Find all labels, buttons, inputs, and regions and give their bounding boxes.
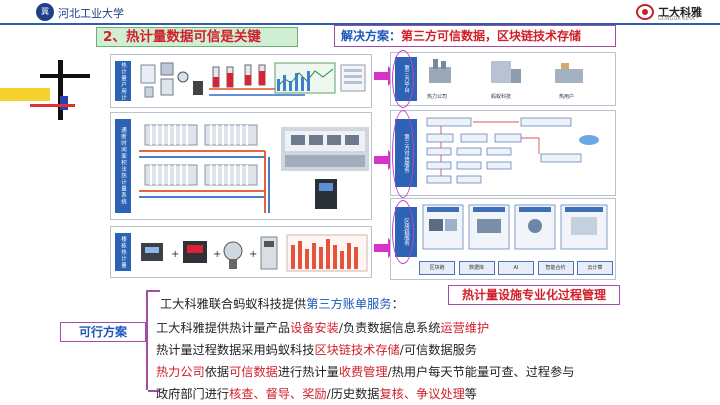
plan-line-3: 热计量过程数据采用蚂蚁科技区块链技术存储/可信数据服务 <box>156 340 477 358</box>
stakeholder-label-heat-company: 热力公司 <box>427 94 448 100</box>
highlight-ellipse <box>392 110 414 198</box>
plan-text-segment: 等 <box>464 387 477 401</box>
university-logo-icon: 冀 <box>36 3 54 21</box>
building-metering-diagram: + + + <box>141 234 368 272</box>
highlight-ellipse <box>392 50 414 108</box>
decor-blue-block <box>60 96 68 110</box>
svg-text:+: + <box>249 249 257 260</box>
module-database: 数据库 <box>458 261 495 275</box>
solution-label: 解决方案： <box>341 29 402 43</box>
stakeholder-label-heat-user: 热用户 <box>559 94 575 100</box>
plan-text-segment: /可信数据服务 <box>399 343 477 357</box>
plan-text-segment: 复核、争议处理 <box>379 387 465 401</box>
plan-text-segment: 区块链技术存储 <box>314 343 400 357</box>
plan-text-segment: 设备安装 <box>290 321 339 335</box>
plan-text-segment: 可信数据 <box>229 365 278 379</box>
plan-text-segment: 热计量过程数据采用蚂蚁科技 <box>156 343 315 357</box>
trusted-service-flow <box>426 117 599 184</box>
bracket-top <box>148 290 160 292</box>
plan-text-segment: 工大科雅联合蚂蚁科技提供 <box>160 297 307 311</box>
plan-text-segment: 工大科雅提供热计量产品 <box>156 321 291 335</box>
panel-sidebar-label: 通断时间面积法热计量系统 <box>115 119 131 213</box>
plan-text-segment: 收费管理 <box>338 365 388 379</box>
panel-household-metering: 热计量户用计量系统 <box>104 54 372 108</box>
decor-black-hbar <box>40 74 90 78</box>
section-heading: 2、热计量数据可信是关键 <box>96 27 298 47</box>
plan-text-segment: 运营维护 <box>440 321 490 335</box>
plan-text-segment: ： <box>391 297 404 311</box>
module-smart-contract: 智能合约 <box>537 261 574 275</box>
module-row: 区块链 数据库 AI 智能合约 云计算 <box>419 261 613 275</box>
solution-box: 解决方案：第三方可信数据，区块链技术存储 <box>334 25 616 47</box>
brand-logo-icon <box>636 4 654 20</box>
stakeholder-label-ant-tech: 蚂蚁科技 <box>491 94 512 100</box>
plan-text-segment: 进行热计量 <box>277 365 339 379</box>
module-blockchain: 区块链 <box>419 261 455 275</box>
blockchain-modules <box>422 204 608 250</box>
plan-line-1: 工大科雅联合蚂蚁科技提供第三方账单服务： <box>160 294 404 312</box>
decor-black-bar <box>58 60 63 120</box>
plan-text-segment: 依据 <box>204 365 230 379</box>
panel-sidebar-label: 楼栋热计量系统 <box>104 233 131 271</box>
panel-blockchain-service: 区块链服务 区块链 数据库 AI 智能合约 云计算 <box>390 198 616 280</box>
panel-trusted-service: 第三方可信服务 <box>390 110 616 196</box>
solution-value: 第三方可信数据，区块链技术存储 <box>401 29 582 43</box>
university-name: 河北工业大学 <box>58 7 124 20</box>
plan-text-segment: 政府部门进行 <box>156 387 230 401</box>
decor-yellow-bar <box>0 88 50 101</box>
panel-sidebar-label: 热计量户用计量系统 <box>104 61 131 101</box>
bracket-bottom <box>148 390 160 392</box>
plan-text-segment: 核查、督导、奖励 <box>229 387 327 401</box>
panel-on-off-metering: 通断时间面积法热计量系统 <box>110 112 372 220</box>
plan-text-segment: /热用户每天节能量可查、过程参与 <box>387 365 575 379</box>
bracket-line <box>146 290 152 390</box>
plan-text-segment: 热力公司 <box>156 365 205 379</box>
header-divider <box>0 23 720 25</box>
household-metering-diagram <box>140 62 366 98</box>
module-cloud: 云计算 <box>577 261 613 275</box>
module-ai: AI <box>498 261 534 275</box>
panel-building-metering: 楼栋热计量系统 + + + <box>104 226 372 278</box>
on-off-metering-diagram <box>139 124 369 213</box>
callout-process-management: 热计量设施专业化过程管理 <box>448 285 620 305</box>
highlight-ellipse <box>392 200 414 264</box>
plan-line-4: 热力公司依据可信数据进行热计量收费管理/热用户每天节能量可查、过程参与 <box>156 362 574 380</box>
brand-name: 工大科雅 <box>658 6 702 19</box>
decor-red-line <box>30 104 75 107</box>
svg-text:+: + <box>171 249 179 260</box>
plan-text-segment: /负责数据信息系统 <box>338 321 441 335</box>
feasible-plan-label: 可行方案 <box>60 322 146 342</box>
plan-text-segment: 第三方账单服务 <box>306 297 392 311</box>
brand-subtitle: GONGDA KEYA <box>658 16 695 22</box>
plan-line-5: 政府部门进行核查、督导、奖励/历史数据复核、争议处理等 <box>156 384 477 402</box>
plan-line-2: 工大科雅提供热计量产品设备安装/负责数据信息系统运营维护 <box>156 318 489 336</box>
panel-third-party-platform: 第三方平台 热力公司 蚂蚁科技 热用户 <box>390 52 616 106</box>
svg-text:+: + <box>213 249 221 260</box>
plan-text-segment: /历史数据 <box>326 387 380 401</box>
header-bar: 冀 河北工业大学 工大科雅 GONGDA KEYA <box>0 0 720 24</box>
stakeholder-icons <box>429 59 583 83</box>
